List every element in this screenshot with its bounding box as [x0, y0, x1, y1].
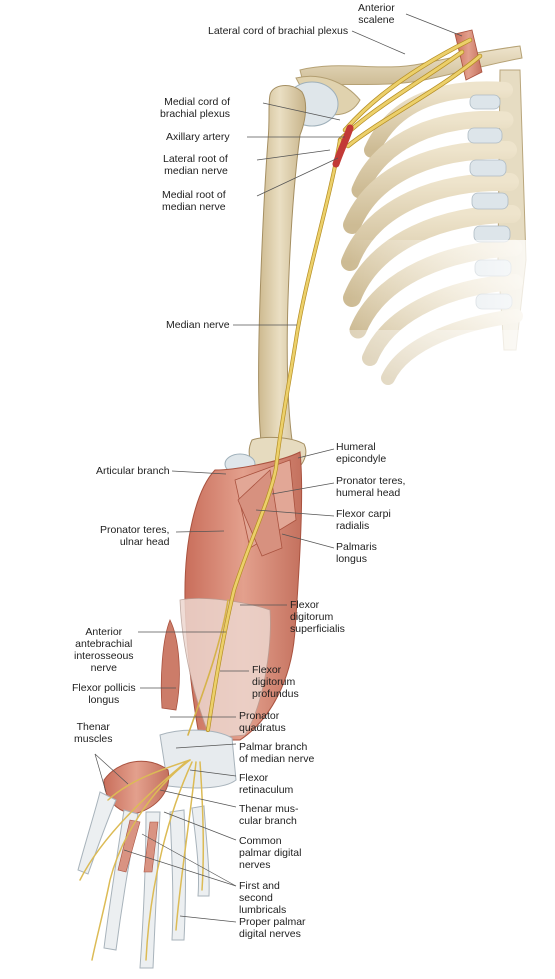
label-pronator-teres-ulnar: Pronator teres,ulnar head	[100, 524, 170, 548]
leader-lumbricals-b	[123, 849, 237, 887]
leader-flexor-retinaculum	[189, 769, 237, 777]
carpal-region	[159, 729, 237, 789]
median-nerve-path	[206, 138, 342, 732]
lumbrical-muscles	[117, 819, 159, 873]
leader-pronator-teres-humeral	[271, 482, 335, 495]
label-lateral-cord: Lateral cord of brachial plexus	[208, 25, 349, 37]
digital-nerves	[79, 759, 205, 961]
label-axillary-artery: Axillary artery	[166, 131, 230, 143]
label-articular-branch: Articular branch	[96, 465, 170, 477]
rib-fade	[350, 240, 555, 400]
rib-cage	[340, 69, 555, 400]
leader-articular-branch	[171, 470, 227, 475]
leader-thenar-muscles-a	[94, 753, 107, 793]
hand	[77, 729, 237, 969]
leader-medial-root	[256, 157, 339, 197]
thenar-muscle-mass	[103, 760, 170, 815]
axillary-artery	[332, 124, 354, 168]
leader-lateral-cord	[351, 30, 406, 55]
leader-lateral-root	[256, 149, 331, 161]
leader-pronator-teres-ulnar	[175, 530, 225, 533]
nerves	[79, 37, 483, 961]
leader-lumbricals-a	[141, 833, 237, 887]
leader-palmar-branch	[175, 743, 237, 749]
anterior-interosseous-nerve-path	[187, 599, 229, 736]
leader-common-palmar-digital	[163, 811, 237, 841]
rib-fade-bottom	[340, 330, 555, 390]
leader-anterior-scalene	[405, 13, 463, 37]
leader-palmaris-longus	[281, 533, 335, 549]
leader-thenar-muscular-branch	[159, 789, 237, 808]
leader-medial-cord	[262, 102, 341, 121]
label-thenar-muscular-branch: Thenar mus-cular branch	[239, 803, 299, 827]
leader-flexor-carpi-radialis	[255, 509, 335, 517]
label-pronator-teres-humeral: Pronator teres,humeral head	[336, 475, 406, 499]
leader-thenar-muscles-b	[94, 753, 129, 785]
leader-proper-palmar-digital	[179, 915, 237, 923]
clavicle	[299, 45, 523, 87]
leader-lines	[94, 13, 463, 923]
label-median-nerve: Median nerve	[166, 319, 230, 331]
leader-humeral-epicondyle	[297, 448, 335, 459]
flexor-pollicis-longus-muscle	[160, 619, 180, 711]
